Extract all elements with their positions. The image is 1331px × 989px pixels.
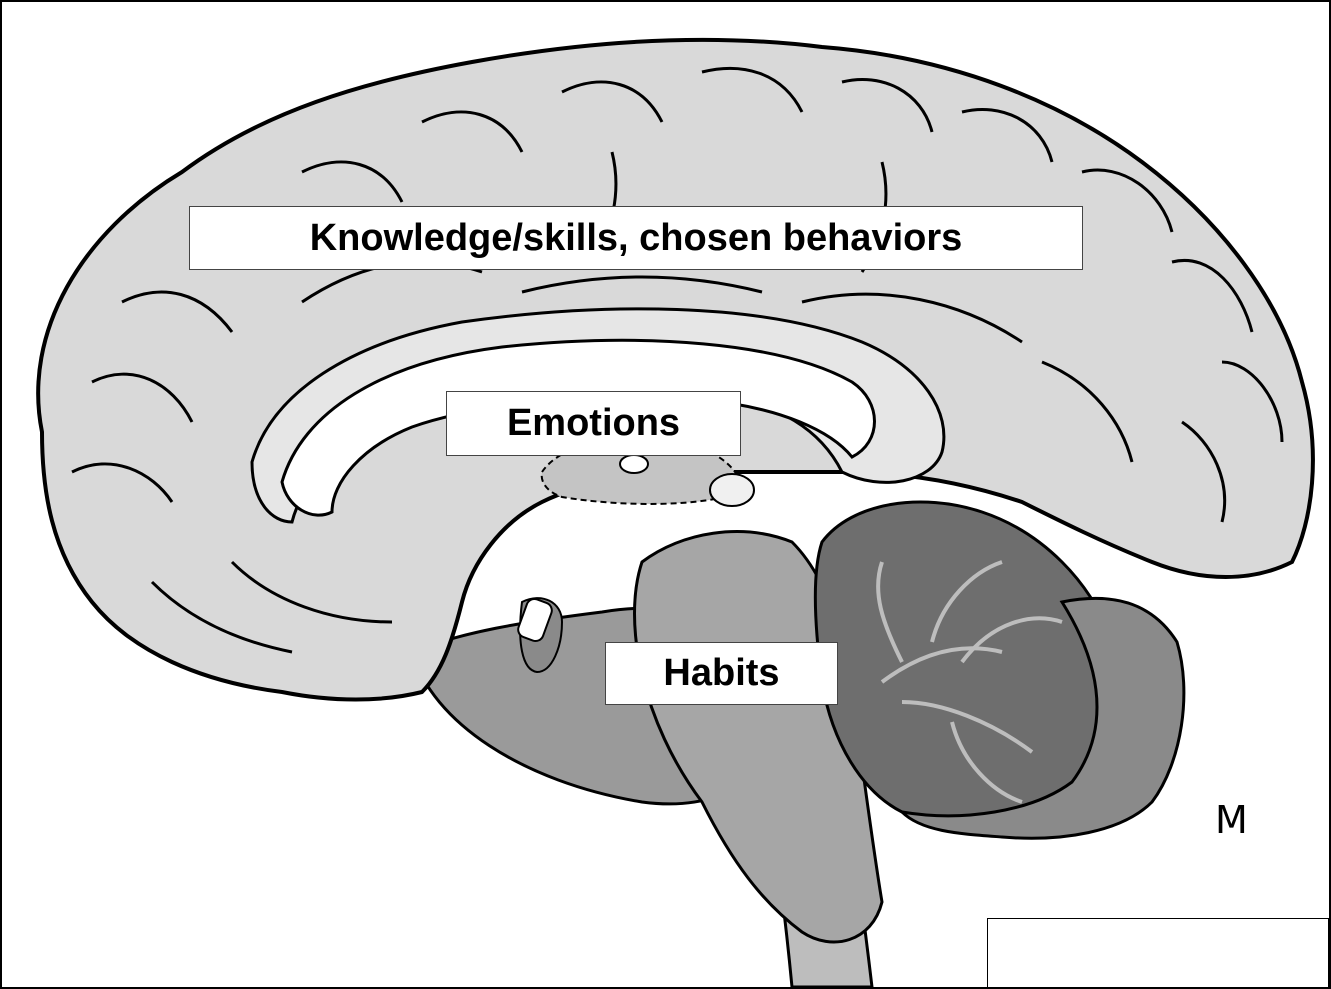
- cerebellum: [815, 502, 1114, 822]
- label-emotions: Emotions: [446, 391, 741, 456]
- corner-letter: M: [1215, 798, 1248, 842]
- pineal-body: [620, 455, 648, 473]
- label-knowledge-skills: Knowledge/skills, chosen behaviors: [189, 206, 1083, 270]
- small-nucleus: [710, 474, 754, 506]
- label-habits: Habits: [605, 642, 838, 705]
- empty-box: [987, 918, 1329, 989]
